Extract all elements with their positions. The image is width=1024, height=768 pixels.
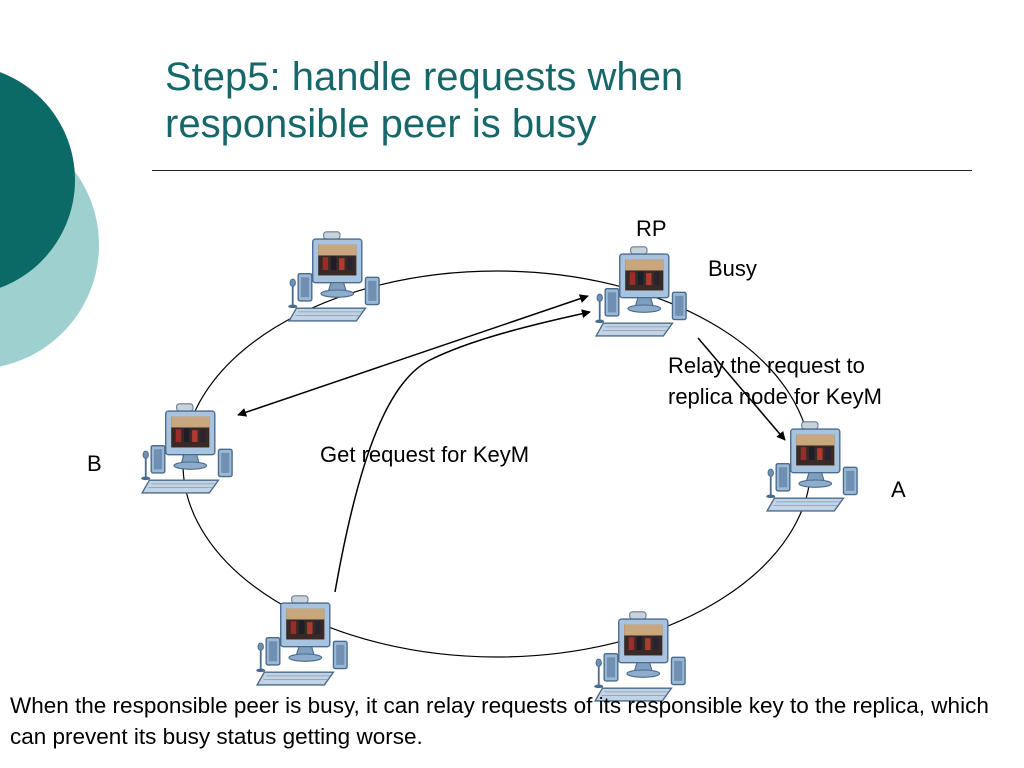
node-a-label: A [891, 477, 906, 502]
desktop-computer-icon [255, 594, 349, 686]
desktop-computer-icon [593, 610, 687, 702]
get-request-arrow [334, 309, 591, 593]
desktop-computer-icon [765, 420, 859, 512]
slide-title: Step5: handle requests when responsible … [165, 54, 683, 148]
desktop-computer-icon [140, 402, 234, 494]
dark-teal-circle [0, 72, 75, 288]
title-line-1: Step5: handle requests when [165, 55, 684, 99]
title-divider [152, 170, 972, 171]
relay-arrow [697, 337, 786, 441]
title-line-2: responsible peer is busy [165, 102, 597, 146]
get-request-label: Get request for KeyM [320, 442, 529, 467]
rp-b-double-arrow [237, 294, 589, 417]
rp-label: RP [636, 216, 667, 241]
desktop-computer-icon [287, 230, 381, 322]
slide-caption: When the responsible peer is busy, it ca… [10, 693, 989, 749]
node-b-label: B [87, 451, 102, 476]
relay-label-line-1: Relay the request to [668, 353, 865, 378]
desktop-computer-icon [594, 245, 688, 337]
busy-label: Busy [708, 256, 757, 281]
relay-label-line-2: replica node for KeyM [668, 384, 882, 409]
